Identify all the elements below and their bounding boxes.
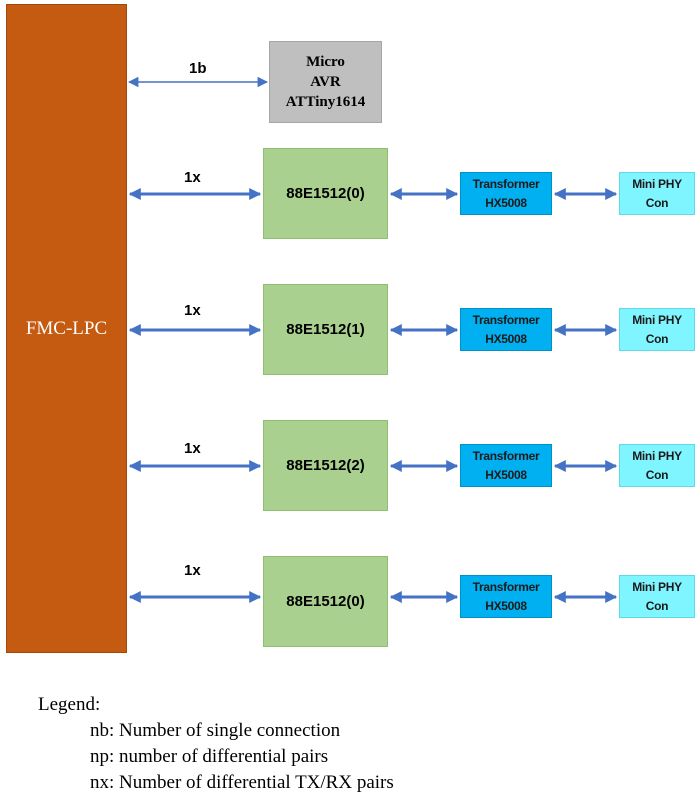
connector-line1-3: Mini PHY: [632, 579, 682, 594]
phy-block-0: 88E1512(0): [263, 148, 388, 239]
link-label-2: 1x: [184, 440, 201, 457]
transformer-block-0: Transformer HX5008: [460, 172, 552, 215]
connector-line2-1: Con: [645, 331, 669, 346]
phy-label-1: 88E1512(1): [286, 321, 365, 338]
legend: Legend: nb: Number of single connection …: [38, 692, 394, 796]
connector-line1-2: Mini PHY: [632, 448, 682, 463]
micro-line2: AVR: [310, 74, 341, 90]
legend-title: Legend:: [38, 694, 101, 715]
transformer-block-2: Transformer HX5008: [460, 444, 552, 487]
connector-line2-3: Con: [645, 598, 669, 613]
connector-line1-0: Mini PHY: [632, 176, 682, 191]
legend-item-np: np: number of differential pairs: [90, 746, 329, 767]
transformer-line1-3: Transformer: [472, 579, 540, 594]
connector-block-2: Mini PHY Con: [619, 444, 695, 487]
transformer-block-1: Transformer HX5008: [460, 308, 552, 351]
legend-item-nx: nx: Number of differential TX/RX pairs: [90, 772, 394, 793]
micro-link-label: 1b: [189, 60, 207, 77]
fmc-lpc-block: FMC-LPC: [6, 4, 127, 653]
fmc-lpc-label: FMC-LPC: [25, 317, 108, 339]
link-label-0: 1x: [184, 169, 201, 186]
phy-label-0: 88E1512(0): [286, 185, 365, 202]
link-label-3: 1x: [184, 562, 201, 579]
phy-block-2: 88E1512(2): [263, 420, 388, 511]
transformer-line2-0: HX5008: [485, 195, 527, 210]
transformer-line2-2: HX5008: [485, 467, 527, 482]
transformer-line1-2: Transformer: [472, 448, 540, 463]
connector-block-1: Mini PHY Con: [619, 308, 695, 351]
transformer-line1-1: Transformer: [472, 312, 540, 327]
connector-line2-0: Con: [645, 195, 669, 210]
legend-item-nb: nb: Number of single connection: [90, 720, 341, 741]
transformer-line2-3: HX5008: [485, 598, 527, 613]
micro-line1: Micro: [306, 54, 345, 70]
micro-line3: ATTiny1614: [285, 94, 366, 110]
transformer-line1-0: Transformer: [472, 176, 540, 191]
transformer-block-3: Transformer HX5008: [460, 575, 552, 618]
connector-block-3: Mini PHY Con: [619, 575, 695, 618]
phy-block-3: 88E1512(0): [263, 556, 388, 647]
phy-block-1: 88E1512(1): [263, 284, 388, 375]
phy-label-3: 88E1512(0): [286, 593, 365, 610]
link-label-1: 1x: [184, 302, 201, 319]
phy-label-2: 88E1512(2): [286, 457, 365, 474]
connector-line1-1: Mini PHY: [632, 312, 682, 327]
connector-block-0: Mini PHY Con: [619, 172, 695, 215]
micro-avr-block: Micro AVR ATTiny1614: [269, 41, 382, 123]
transformer-line2-1: HX5008: [485, 331, 527, 346]
connector-line2-2: Con: [645, 467, 669, 482]
